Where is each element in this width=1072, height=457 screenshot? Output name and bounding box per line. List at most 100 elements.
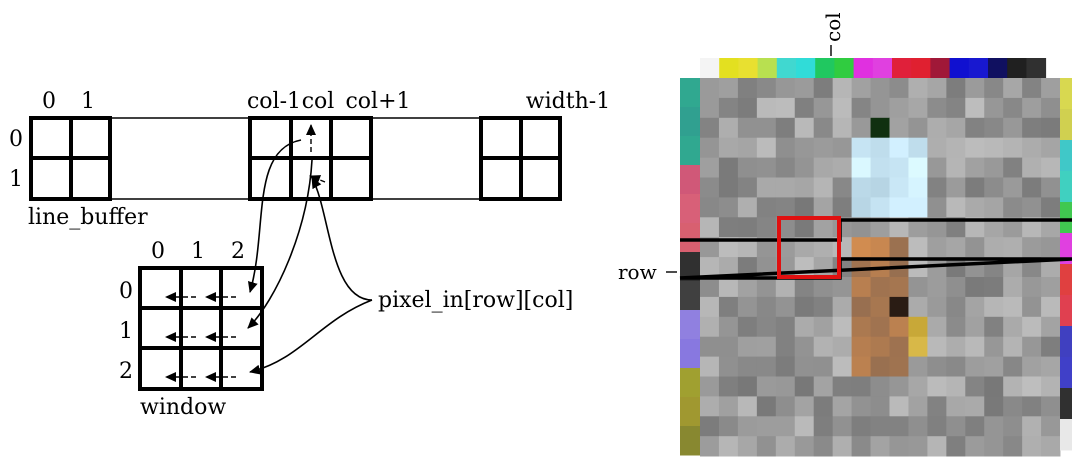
image-pixel	[1041, 137, 1061, 158]
image-pixel	[908, 296, 928, 318]
image-pixel	[927, 356, 947, 377]
image-pixel	[927, 78, 947, 99]
image-pixel	[889, 197, 909, 218]
image-pixel	[1003, 237, 1023, 258]
image-pixel	[984, 396, 1004, 417]
image-pixel	[889, 416, 909, 437]
image-pixel	[965, 296, 985, 318]
image-pixel	[1022, 436, 1042, 457]
image-pixel	[1022, 416, 1042, 437]
image-pixel	[1003, 137, 1023, 158]
image-pixel	[718, 78, 739, 99]
image-pixel	[1041, 277, 1061, 298]
image-pixel	[813, 436, 834, 457]
image-pixel	[946, 436, 966, 457]
image-pixel	[718, 157, 739, 178]
image-pixel	[737, 237, 758, 258]
image-pixel	[908, 237, 928, 258]
image-pixel	[946, 296, 966, 318]
image-pixel	[1041, 78, 1061, 99]
right-bar-swatch	[1060, 357, 1072, 389]
image-pixel	[870, 277, 890, 298]
image-pixel	[832, 376, 852, 397]
image-pixel	[889, 277, 909, 298]
image-pixel	[1003, 356, 1023, 377]
image-pixel	[756, 197, 777, 218]
image-pixel	[908, 416, 928, 437]
image-pixel	[813, 157, 834, 178]
image-pixel	[775, 296, 796, 318]
image-pixel	[718, 316, 739, 338]
image-pixel	[984, 97, 1004, 119]
image-pixel	[946, 197, 966, 218]
image-pixel	[813, 376, 834, 397]
top-bar-swatch	[1007, 58, 1027, 78]
image-pixel	[1003, 78, 1023, 99]
image-pixel	[1041, 376, 1061, 397]
image-pixel-cells	[700, 78, 1061, 457]
image-pixel	[718, 257, 739, 278]
image-pixel	[946, 157, 966, 178]
right-bar-swatch	[1060, 171, 1072, 203]
image-pixel	[718, 177, 739, 198]
image-pixel	[794, 316, 815, 338]
top-bar-swatch	[738, 58, 759, 78]
image-pixel	[775, 97, 796, 119]
image-pixel	[965, 376, 985, 397]
right-bar-swatch	[1060, 419, 1072, 451]
image-pixel	[1022, 277, 1042, 298]
image-pixel	[889, 157, 909, 178]
image-pixel	[870, 117, 890, 139]
right-bar-swatch	[1060, 202, 1072, 234]
image-pixel	[1022, 157, 1042, 178]
image-pixel	[813, 197, 834, 218]
image-pixel	[870, 316, 890, 338]
image-row-label: row	[618, 260, 657, 284]
image-pixel	[889, 396, 909, 417]
image-pixel	[984, 416, 1004, 437]
image-pixel	[889, 97, 909, 119]
image-pixel	[851, 217, 871, 238]
image-pixel	[794, 376, 815, 397]
image-pixel	[775, 356, 796, 377]
image-pixel	[984, 177, 1004, 198]
image-pixel	[700, 416, 720, 437]
image-pixel	[718, 296, 739, 318]
image-pixel	[1003, 296, 1023, 318]
image-pixel	[1003, 436, 1023, 457]
image-pixel	[718, 97, 739, 119]
image-pixel	[737, 356, 758, 377]
image-pixel	[927, 296, 947, 318]
image-pixel	[870, 237, 890, 258]
top-bar-swatch	[949, 58, 970, 78]
image-pixel	[756, 416, 777, 437]
image-pixel	[851, 117, 871, 139]
image-pixel	[700, 78, 720, 99]
image-pixel	[851, 157, 871, 178]
image-pixel	[794, 137, 815, 158]
top-bar-swatch	[892, 58, 912, 78]
image-pixel	[813, 177, 834, 198]
lb-col-index-col-minus-1: col-1	[247, 89, 301, 114]
image-pixel	[908, 117, 928, 139]
image-pixel	[965, 97, 985, 119]
image-pixel	[946, 237, 966, 258]
image-pixel	[1022, 217, 1042, 238]
image-pixel	[832, 356, 852, 377]
image-pixel	[737, 157, 758, 178]
image-pixel	[794, 277, 815, 298]
image-pixel	[870, 436, 890, 457]
image-pixel	[908, 157, 928, 178]
image-pixel	[700, 396, 720, 417]
image-pixel	[927, 197, 947, 218]
image-pixel	[813, 237, 834, 258]
window-col-index-1: 1	[191, 239, 205, 264]
image-pixel	[775, 396, 796, 417]
image-pixel	[718, 197, 739, 218]
image-pixel	[1003, 97, 1023, 119]
top-bar-swatch	[834, 58, 855, 78]
image-pixel	[794, 117, 815, 139]
window-col-index-2: 2	[231, 239, 245, 264]
image-pixel	[700, 376, 720, 397]
image-pixel	[756, 137, 777, 158]
